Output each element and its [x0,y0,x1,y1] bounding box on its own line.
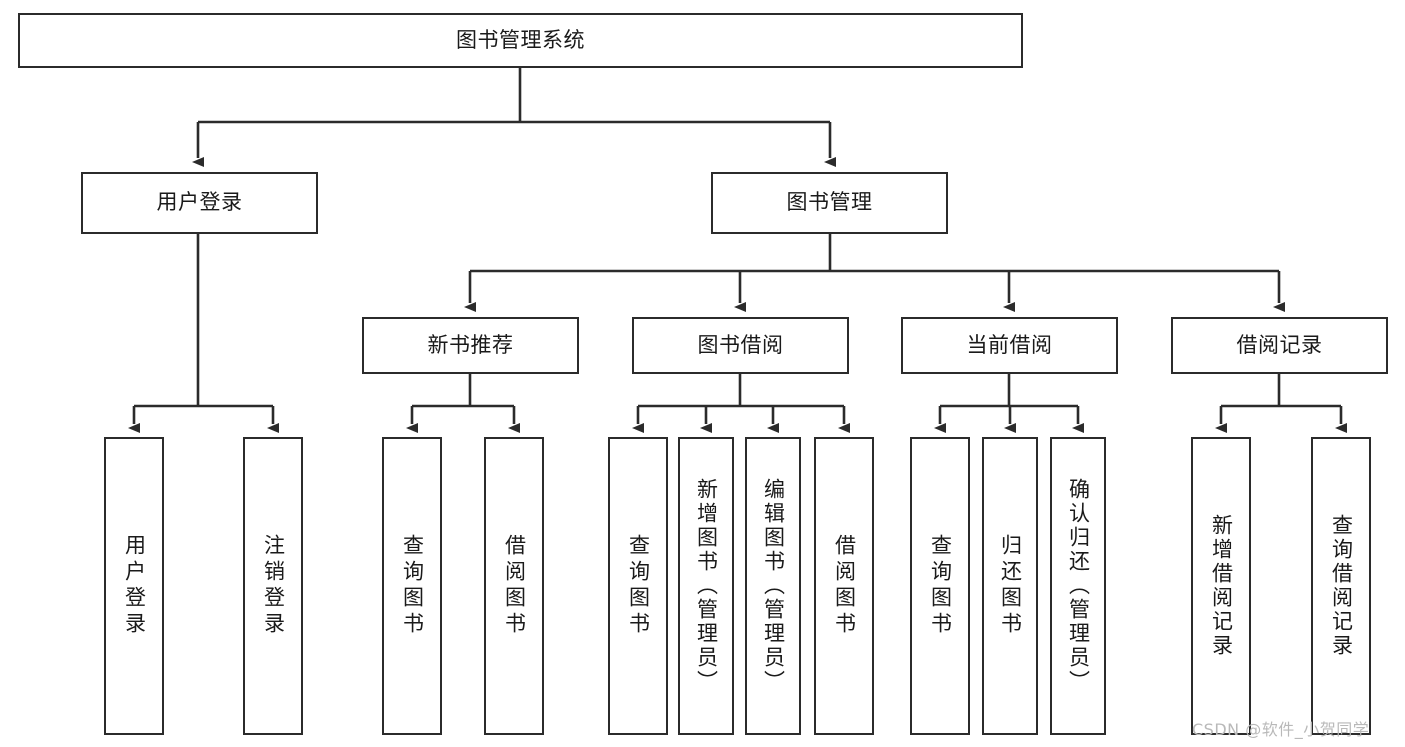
leaf-node[interactable]: 新增借阅记录 [1191,437,1251,735]
node-borrow-record[interactable]: 借阅记录 [1171,317,1388,374]
node-user-login-label: 用户登录 [156,190,243,215]
node-book-borrow[interactable]: 图书借阅 [632,317,849,374]
leaf-node[interactable]: 确认归还（管理员） [1050,437,1106,735]
leaf-node[interactable]: 编辑图书（管理员） [745,437,801,735]
leaf-node-label: 借阅图书 [502,534,527,638]
node-user-login[interactable]: 用户登录 [81,172,318,234]
leaf-node-label: 借阅图书 [832,534,857,638]
leaf-node[interactable]: 查询图书 [910,437,970,735]
node-book-management-label: 图书管理 [786,190,873,215]
node-new-book-recommend[interactable]: 新书推荐 [362,317,579,374]
leaf-node[interactable]: 新增图书（管理员） [678,437,734,735]
leaf-node[interactable]: 查询借阅记录 [1311,437,1371,735]
leaf-node[interactable]: 归还图书 [982,437,1038,735]
leaf-node-label: 查询图书 [626,534,651,638]
node-new-book-recommend-label: 新书推荐 [427,332,514,357]
leaf-node[interactable]: 借阅图书 [814,437,874,735]
node-root-system[interactable]: 图书管理系统 [18,13,1023,68]
leaf-node-label: 查询借阅记录 [1329,514,1354,658]
leaf-node-label: 注销登录 [261,534,286,638]
leaf-node-label: 新增借阅记录 [1209,514,1234,658]
node-current-borrow-label: 当前借阅 [966,332,1053,357]
leaf-node-label: 确认归还（管理员） [1066,478,1091,694]
leaf-node-label: 新增图书（管理员） [694,478,719,694]
leaf-node[interactable]: 借阅图书 [484,437,544,735]
leaf-node[interactable]: 注销登录 [243,437,303,735]
leaf-node[interactable]: 查询图书 [608,437,668,735]
leaf-node-label: 编辑图书（管理员） [761,478,786,694]
node-book-management[interactable]: 图书管理 [711,172,948,234]
leaf-node-label: 归还图书 [998,534,1023,638]
csdn-watermark: CSDN @软件_小贺同学 [1192,720,1370,739]
leaf-node-label: 用户登录 [122,534,147,638]
node-current-borrow[interactable]: 当前借阅 [901,317,1118,374]
node-root-label: 图书管理系统 [456,27,585,52]
leaf-node[interactable]: 查询图书 [382,437,442,735]
leaf-node-label: 查询图书 [928,534,953,638]
leaf-node-label: 查询图书 [400,534,425,638]
node-book-borrow-label: 图书借阅 [697,332,784,357]
leaf-node[interactable]: 用户登录 [104,437,164,735]
node-borrow-record-label: 借阅记录 [1236,332,1323,357]
